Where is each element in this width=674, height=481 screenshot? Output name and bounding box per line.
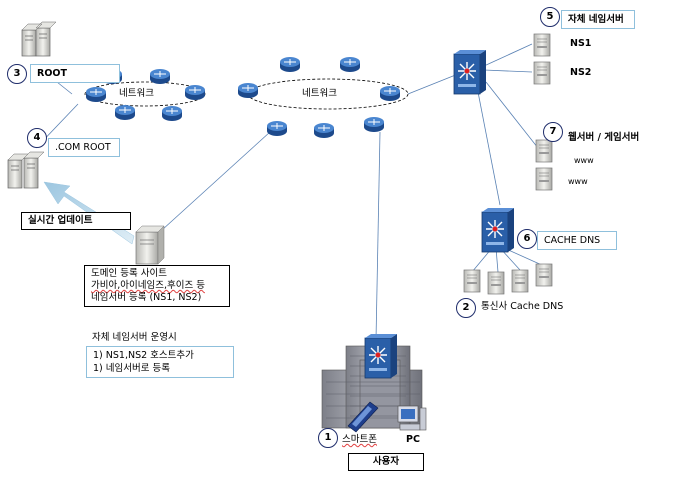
step-6-badge: 6 [517,229,537,249]
www-label-1: www [574,156,594,165]
step-3-badge: 3 [7,64,27,84]
web-server-icons [535,139,553,191]
self-ns-ops-box: 1) NS1,NS2 호스트추가 1) 네임서버로 등록 [86,346,234,378]
web-server-title: 웹서버 / 게임서버 [568,132,640,143]
ns1-label: NS1 [570,38,592,49]
registrar-box: 도메인 등록 사이트 가비아,아이네임즈,후이즈 등 네임서버 등록 (NS1,… [84,265,230,307]
smartphone-label: 스마트폰 [342,434,377,445]
www-label-2: www [568,177,588,186]
step-7-badge: 7 [543,122,563,142]
user-switch-icon [364,333,398,379]
core-switch-icon [453,49,487,95]
realtime-update-label: 실시간 업데이트 [21,212,131,230]
self-ns-ops-item-2: 1) 네임서버로 등록 [93,363,170,374]
step-1-badge: 1 [318,428,338,448]
step-2-badge: 2 [456,298,476,318]
own-ns-title: 자체 네임서버 [561,10,635,29]
network-center-label: 네트워크 [302,88,337,99]
root-server-icon [21,21,57,57]
isp-cache-dns-label: 통신사 Cache DNS [481,301,564,312]
pc-label: PC [406,434,420,445]
ns2-label: NS2 [570,67,592,78]
com-root-label: .COM ROOT [48,138,120,157]
isp-cache-server-icons [463,263,553,295]
pc-icon [397,405,427,431]
registrar-line-2: 가비아,아이네임즈,후이즈 등 [91,280,205,291]
cache-dns-label: CACHE DNS [537,231,617,250]
registrar-line-1: 도메인 등록 사이트 [91,268,167,279]
user-label: 사용자 [348,453,424,471]
cache-dns-switch-icon [481,207,515,253]
network-left-label: 네트워크 [119,88,154,99]
root-label: ROOT [30,64,120,83]
com-root-server-icon [7,151,45,189]
ns-server-icons [533,33,551,85]
registrar-line-3: 네임서버 등록 (NS1, NS2) [91,292,202,303]
step-5-badge: 5 [540,7,560,27]
step-4-badge: 4 [27,128,47,148]
self-ns-ops-title: 자체 네임서버 운영시 [92,332,177,343]
registrar-server-icon [135,225,165,265]
smartphone-icon [347,401,379,433]
self-ns-ops-item-1: 1) NS1,NS2 호스트추가 [93,350,194,361]
